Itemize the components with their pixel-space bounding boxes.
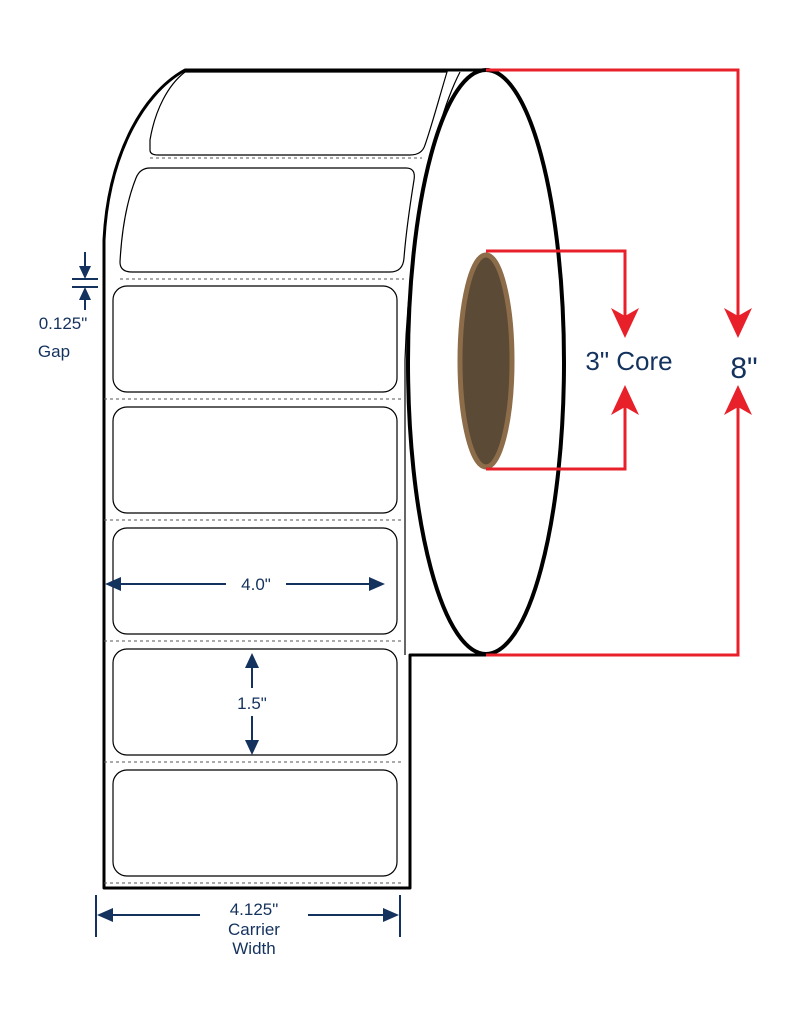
arrow-icon (611, 308, 639, 338)
core-label: 3" Core (585, 346, 672, 376)
label-wrapped-second (119, 167, 415, 273)
gap-dimension (72, 252, 98, 310)
label-height-label: 1.5" (237, 694, 267, 713)
roll-diameter-label: 8" (730, 352, 757, 385)
width-word-label: Width (232, 939, 275, 958)
arrow-icon (611, 385, 639, 415)
gap-value-label: 0.125" (39, 314, 88, 333)
arrow-icon (724, 308, 752, 338)
core-dimension (486, 249, 627, 471)
gap-word-label: Gap (38, 342, 70, 361)
labels-group (112, 71, 448, 877)
carrier-value-label: 4.125" (230, 900, 279, 919)
arrow-icon (245, 653, 259, 668)
arrow-icon (383, 908, 399, 922)
arrow-icon (105, 577, 121, 591)
arrow-icon (97, 908, 113, 922)
label-7 (112, 769, 398, 877)
label-3 (112, 285, 398, 393)
perforation-lines (104, 157, 422, 884)
arrow-icon (369, 577, 385, 591)
label-4 (112, 406, 398, 514)
arrow-icon (79, 266, 91, 279)
label-width-dimension (105, 577, 385, 591)
roll-diameter-dimension (486, 68, 740, 657)
core-icon (457, 252, 515, 470)
carrier-width-dimension (95, 895, 401, 937)
arrow-icon (245, 740, 259, 755)
arrow-icon (724, 385, 752, 415)
label-6 (112, 648, 398, 756)
label-height-dimension (245, 653, 259, 755)
label-wrapped-top (149, 71, 448, 156)
carrier-word-label: Carrier (228, 920, 280, 939)
label-width-label: 4.0" (241, 575, 271, 594)
arrow-icon (79, 287, 91, 300)
